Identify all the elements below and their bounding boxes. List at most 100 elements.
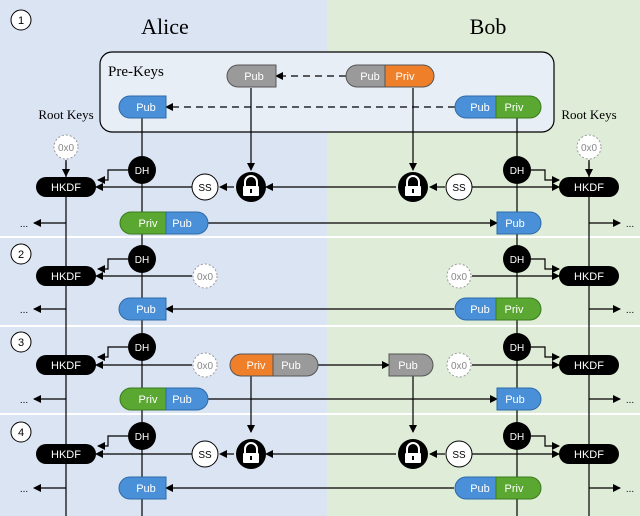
root-keys-label-right: Root Keys [561, 107, 616, 122]
svg-text:Priv: Priv [247, 360, 266, 372]
svg-text:...: ... [626, 484, 634, 495]
bob-ratchet-key-2: Pub Priv [454, 297, 542, 321]
svg-text:Pub: Pub [470, 304, 490, 316]
svg-text:0x0: 0x0 [197, 361, 214, 372]
svg-text:HKDF: HKDF [574, 449, 604, 461]
step-2-badge: 2 [10, 243, 32, 265]
svg-text:HKDF: HKDF [51, 271, 81, 283]
prekey-pub-grey: Pub [226, 64, 277, 88]
hkdf-node: HKDF [36, 444, 96, 464]
dh-node: DH [128, 333, 156, 361]
ss-node: SS [445, 440, 473, 468]
prekey-alice-pub: Pub [118, 95, 167, 119]
svg-text:Priv: Priv [505, 483, 524, 495]
svg-text:DH: DH [510, 166, 524, 177]
svg-text:...: ... [20, 219, 28, 230]
svg-text:Pub: Pub [172, 394, 192, 406]
hkdf-output-arrows [33, 219, 621, 492]
svg-text:HKDF: HKDF [51, 182, 81, 194]
ss-node: SS [191, 440, 219, 468]
dh-to-hkdf-connectors [97, 169, 560, 450]
svg-text:Pub: Pub [470, 483, 490, 495]
lock-icon [398, 439, 428, 469]
zero-node: 0x0 [446, 352, 472, 378]
svg-text:Pub: Pub [470, 102, 490, 114]
lock-icon [398, 172, 428, 202]
hkdf-node: HKDF [559, 177, 619, 197]
hkdf-node: HKDF [36, 177, 96, 197]
alice-received-pub-2: Pub [118, 297, 167, 321]
prekeys-box [99, 51, 555, 133]
svg-text:Pub: Pub [136, 102, 156, 114]
alice-ratchet-key-1: Priv Pub [119, 211, 209, 235]
step-3-badge: 3 [10, 331, 32, 353]
hkdf-boxes: HKDF HKDF HKDF HKDF HKDF HKDF HKDF HKDF [36, 177, 619, 464]
svg-text:DH: DH [135, 255, 149, 266]
prekey-bob-signed: Pub Priv [454, 95, 542, 119]
svg-text:Priv: Priv [139, 218, 158, 230]
svg-text:Pub: Pub [505, 394, 525, 406]
svg-text:...: ... [626, 395, 634, 406]
svg-text:DH: DH [510, 255, 524, 266]
svg-text:Pub: Pub [505, 218, 525, 230]
svg-text:...: ... [20, 484, 28, 495]
svg-text:...: ... [20, 305, 28, 316]
step-4-badge: 4 [10, 421, 32, 443]
svg-text:DH: DH [135, 432, 149, 443]
hkdf-node: HKDF [559, 355, 619, 375]
svg-text:DH: DH [135, 343, 149, 354]
svg-text:3: 3 [18, 337, 24, 349]
dh-node: DH [128, 422, 156, 450]
svg-text:HKDF: HKDF [51, 449, 81, 461]
alice-ratchet-key-3: Priv Pub [119, 387, 209, 411]
bob-received-pub-3: Pub [496, 387, 542, 411]
bob-title: Bob [470, 14, 507, 39]
ss-node: SS [445, 173, 473, 201]
zero-node: 0x0 [53, 134, 79, 160]
lock-icon [236, 172, 266, 202]
bob-received-ephemeral-3: Pub [388, 353, 434, 377]
hkdf-node: HKDF [559, 266, 619, 286]
svg-text:0x0: 0x0 [451, 361, 468, 372]
prekeys-title: Pre-Keys [108, 64, 164, 80]
step-1-badge: 1 [10, 9, 32, 31]
svg-text:2: 2 [18, 249, 24, 261]
svg-text:Pub: Pub [281, 360, 301, 372]
svg-text:1: 1 [18, 15, 24, 27]
svg-text:0x0: 0x0 [58, 143, 75, 154]
alice-ephemeral-key-3: Priv Pub [229, 353, 319, 377]
svg-text:Pub: Pub [398, 360, 418, 372]
hkdf-node: HKDF [36, 355, 96, 375]
svg-text:HKDF: HKDF [51, 360, 81, 372]
dh-node: DH [503, 245, 531, 273]
svg-text:HKDF: HKDF [574, 271, 604, 283]
svg-text:Pub: Pub [136, 483, 156, 495]
svg-text:Priv: Priv [396, 71, 415, 83]
svg-text:DH: DH [135, 166, 149, 177]
svg-text:SS: SS [198, 450, 212, 461]
svg-text:Pub: Pub [244, 71, 264, 83]
svg-text:Priv: Priv [505, 304, 524, 316]
svg-text:DH: DH [510, 432, 524, 443]
zero-node: 0x0 [446, 263, 472, 289]
zero-node: 0x0 [192, 263, 218, 289]
dh-node: DH [503, 333, 531, 361]
ss-nodes: SS SS SS SS [191, 173, 473, 468]
svg-text:DH: DH [510, 343, 524, 354]
svg-text:0x0: 0x0 [581, 143, 598, 154]
zero-node: 0x0 [576, 134, 602, 160]
svg-text:Pub: Pub [136, 304, 156, 316]
svg-text:0x0: 0x0 [197, 272, 214, 283]
dh-node: DH [503, 156, 531, 184]
dh-node: DH [128, 156, 156, 184]
lock-icon [236, 439, 266, 469]
svg-text:HKDF: HKDF [574, 360, 604, 372]
alice-received-pub-4: Pub [118, 476, 167, 500]
svg-text:Priv: Priv [505, 102, 524, 114]
svg-text:SS: SS [452, 183, 466, 194]
svg-text:SS: SS [452, 450, 466, 461]
bob-received-pub-1: Pub [496, 211, 542, 235]
svg-text:HKDF: HKDF [574, 182, 604, 194]
svg-text:...: ... [626, 219, 634, 230]
